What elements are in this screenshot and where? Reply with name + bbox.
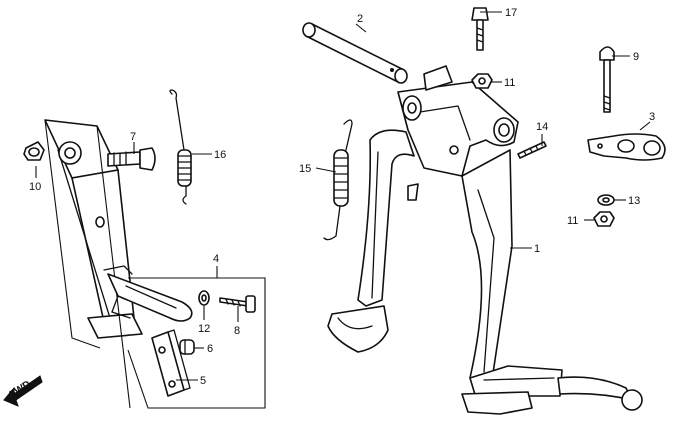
- stand-switch-bracket: [107, 273, 193, 322]
- callout-11-upper: 11: [504, 77, 515, 89]
- callout-5: 5: [200, 375, 206, 387]
- nut-lower: [593, 211, 615, 227]
- stopper-bolt: [471, 7, 489, 51]
- leader-lines: [35, 11, 651, 381]
- callout-15: 15: [299, 163, 311, 175]
- callout-numbers: 1 2 3 4 5 6 7 8 9 10 11 11 12 13 14 15 1…: [29, 7, 655, 387]
- callout-8: 8: [234, 325, 240, 337]
- main-stand-spring: [323, 119, 353, 241]
- washer: [198, 290, 210, 306]
- callout-12: 12: [198, 323, 210, 335]
- forward-direction-indicator: FWD: [3, 375, 43, 407]
- main-stand: [327, 65, 643, 415]
- callout-7: 7: [130, 131, 136, 143]
- spring-pin: [517, 141, 547, 159]
- callout-16: 16: [214, 149, 226, 161]
- callout-17: 17: [505, 7, 517, 19]
- callout-13: 13: [628, 195, 640, 207]
- callout-1: 1: [534, 243, 540, 255]
- nut-upper: [471, 73, 493, 89]
- side-stand-outline: [44, 119, 131, 409]
- small-bolt: [219, 295, 256, 313]
- fwd-arrow-icon: [3, 375, 43, 407]
- callout-2: 2: [357, 13, 363, 25]
- mounting-bolt: [599, 46, 615, 113]
- stopper-plate: [587, 133, 666, 161]
- callout-3: 3: [649, 111, 655, 123]
- callout-11-lower: 11: [567, 215, 578, 227]
- callout-14: 14: [536, 121, 548, 133]
- callout-6: 6: [207, 343, 213, 355]
- pivot-bolt: [107, 147, 156, 171]
- washer-13: [597, 194, 615, 206]
- side-stand-spring: [169, 89, 192, 205]
- part-4-frame: [127, 266, 266, 409]
- callout-4: 4: [213, 253, 219, 265]
- callout-10: 10: [29, 181, 41, 193]
- pivot-shaft: [302, 22, 408, 84]
- callout-9: 9: [633, 51, 639, 63]
- rubber-cap: [179, 339, 195, 355]
- pivot-nut: [23, 141, 45, 161]
